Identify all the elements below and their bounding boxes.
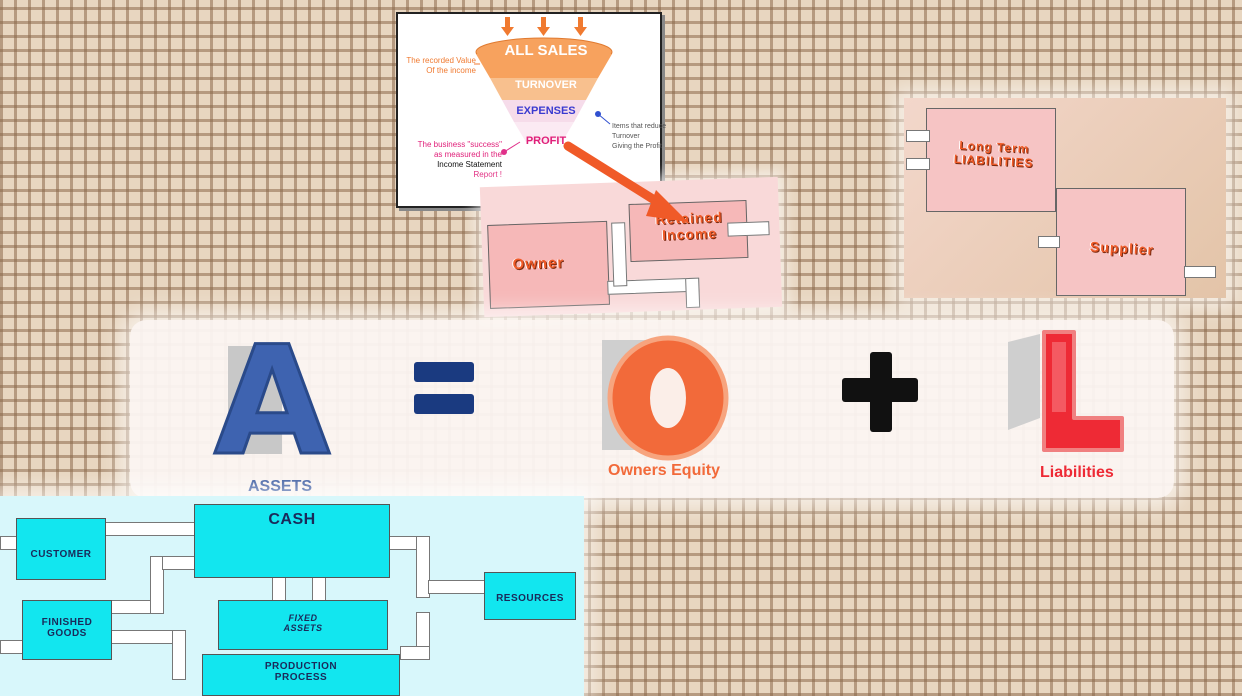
- finished-goods-label: FINISHED GOODS: [23, 617, 111, 639]
- funnel-level-all-sales: ALL SALES: [504, 42, 588, 59]
- left-note-line: Of the income: [426, 66, 476, 75]
- owners-equity-letter-graphic: [602, 335, 729, 461]
- funnel-level-turnover: TURNOVER: [515, 79, 577, 91]
- funnel-right-note: Items that reduce Turnover Giving the Pr…: [612, 122, 672, 152]
- pipe: [1184, 266, 1216, 278]
- pipe: [416, 536, 430, 598]
- bottom-note-line: as measured in the: [433, 150, 502, 159]
- assets-letter: A: [212, 315, 331, 489]
- pipe: [1038, 236, 1060, 248]
- production-process-label: PRODUCTION PROCESS: [203, 661, 399, 683]
- right-note-line: Items that reduce: [612, 123, 667, 130]
- pipe: [0, 640, 24, 654]
- owners-equity-caption: Owners Equity: [608, 462, 721, 479]
- liabilities-caption: Liabilities: [1040, 464, 1114, 481]
- pipe: [400, 646, 430, 660]
- customer-tank: CUSTOMER: [16, 518, 106, 580]
- supplier-tank: [1056, 188, 1186, 296]
- funnel-bottom-note: The business "success" as measured in th…: [412, 140, 502, 180]
- funnel-graphic: [474, 17, 613, 155]
- fixed-assets-line: FIXED: [288, 613, 318, 623]
- resources-tank: RESOURCES: [484, 572, 576, 620]
- pipe: [685, 277, 701, 309]
- production-line: PRODUCTION: [264, 661, 338, 672]
- liabilities-card: Long Term LIABILITIES Supplier: [904, 98, 1226, 298]
- fixed-assets-line: ASSETS: [283, 623, 323, 633]
- pipe: [172, 630, 186, 680]
- cash-tank: CASH: [194, 504, 390, 578]
- right-note-line: Turnover: [612, 133, 640, 140]
- funnel-left-note: The recorded Value Of the income: [406, 56, 476, 76]
- pipe: [428, 580, 486, 594]
- pipe: [104, 522, 196, 536]
- production-line: PROCESS: [274, 672, 328, 683]
- fixed-assets-tank: FIXED ASSETS: [218, 600, 388, 650]
- right-note-line: Giving the Profit: [612, 143, 662, 150]
- pipe: [162, 556, 198, 570]
- long-term-liabilities-tank: [926, 108, 1056, 212]
- supplier-label: Supplier: [1089, 238, 1155, 258]
- equals-sign-icon: [414, 362, 474, 414]
- finished-goods-line: FINISHED: [41, 617, 93, 628]
- assets-caption: ASSETS: [248, 478, 313, 495]
- customer-label: CUSTOMER: [30, 549, 92, 560]
- fixed-assets-label: FIXED ASSETS: [219, 613, 387, 633]
- left-note-line: The recorded Value: [406, 56, 476, 65]
- resources-label: RESOURCES: [496, 593, 564, 604]
- pipe: [611, 222, 628, 287]
- owner-label: Owner: [512, 254, 565, 274]
- plus-sign-icon: [842, 352, 918, 432]
- production-process-tank: PRODUCTION PROCESS: [202, 654, 400, 696]
- pipe: [150, 556, 164, 614]
- liabilities-letter-graphic: [1008, 330, 1124, 452]
- pipe: [906, 158, 930, 170]
- cash-flow-card: CASH CUSTOMER FINISHED GOODS FIXED ASSET…: [0, 496, 584, 696]
- assets-letter-shadow: [228, 346, 282, 454]
- bottom-note-line: Report !: [473, 170, 502, 179]
- finished-goods-tank: FINISHED GOODS: [22, 600, 112, 660]
- pipe: [906, 130, 930, 142]
- income-statement-funnel-card: ALL SALES TURNOVER EXPENSES PROFIT The r…: [396, 12, 666, 208]
- funnel-level-expenses: EXPENSES: [516, 105, 576, 117]
- down-arrows-icon: [501, 17, 587, 36]
- profit-to-retained-arrow-icon: [563, 141, 688, 222]
- cash-label: CASH: [268, 511, 316, 528]
- bottom-note-line: The business "success": [417, 140, 502, 149]
- funnel-level-profit: PROFIT: [525, 135, 567, 147]
- finished-goods-line: GOODS: [47, 628, 87, 639]
- bottom-note-line: Income Statement: [437, 160, 502, 169]
